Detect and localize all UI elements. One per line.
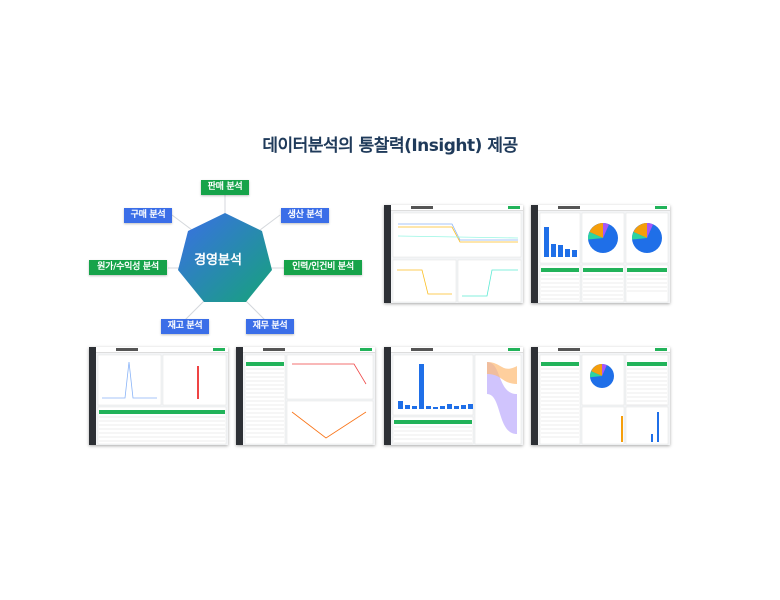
dashboard-screenshot-lines bbox=[384, 205, 523, 303]
dashboard-charts bbox=[392, 212, 522, 303]
connector-lines bbox=[168, 195, 285, 321]
app-sidebar bbox=[89, 347, 96, 445]
app-toolbar bbox=[391, 347, 523, 353]
dashboard-charts bbox=[97, 354, 227, 445]
label-hr-cost-analysis: 인력/인건비 분석 bbox=[284, 260, 362, 275]
label-finance-analysis: 재무 분석 bbox=[246, 319, 294, 334]
dashboard-screenshot-barpie bbox=[531, 205, 670, 303]
app-toolbar bbox=[538, 205, 670, 211]
dashboard-screenshot-spike bbox=[89, 347, 228, 445]
app-toolbar bbox=[538, 347, 670, 353]
app-sidebar bbox=[531, 205, 538, 303]
app-sidebar bbox=[236, 347, 243, 445]
page-title: 데이터분석의 통찰력(Insight) 제공 bbox=[262, 136, 518, 156]
label-cost-profit-analysis: 원가/수익성 분석 bbox=[89, 260, 167, 275]
center-heptagon bbox=[178, 213, 272, 302]
label-inventory-analysis: 재고 분석 bbox=[161, 319, 209, 334]
dashboard-charts bbox=[539, 354, 669, 445]
analysis-hub-diagram bbox=[168, 195, 285, 321]
app-sidebar bbox=[384, 347, 391, 445]
app-toolbar bbox=[391, 205, 523, 211]
dashboard-screenshot-vee bbox=[236, 347, 375, 445]
app-toolbar bbox=[243, 347, 375, 353]
dashboard-screenshot-pietable bbox=[531, 347, 670, 445]
dashboard-charts bbox=[244, 354, 374, 445]
center-label: 경영분석 bbox=[194, 253, 242, 268]
app-sidebar bbox=[384, 205, 391, 303]
dashboard-screenshot-sankey bbox=[384, 347, 523, 445]
dashboard-charts bbox=[539, 212, 669, 303]
app-toolbar bbox=[96, 347, 228, 353]
app-sidebar bbox=[531, 347, 538, 445]
label-production-analysis: 생산 분석 bbox=[281, 208, 329, 223]
dashboard-charts bbox=[392, 354, 522, 445]
label-sales-analysis: 판매 분석 bbox=[201, 180, 249, 195]
label-purchase-analysis: 구매 분석 bbox=[124, 208, 172, 223]
